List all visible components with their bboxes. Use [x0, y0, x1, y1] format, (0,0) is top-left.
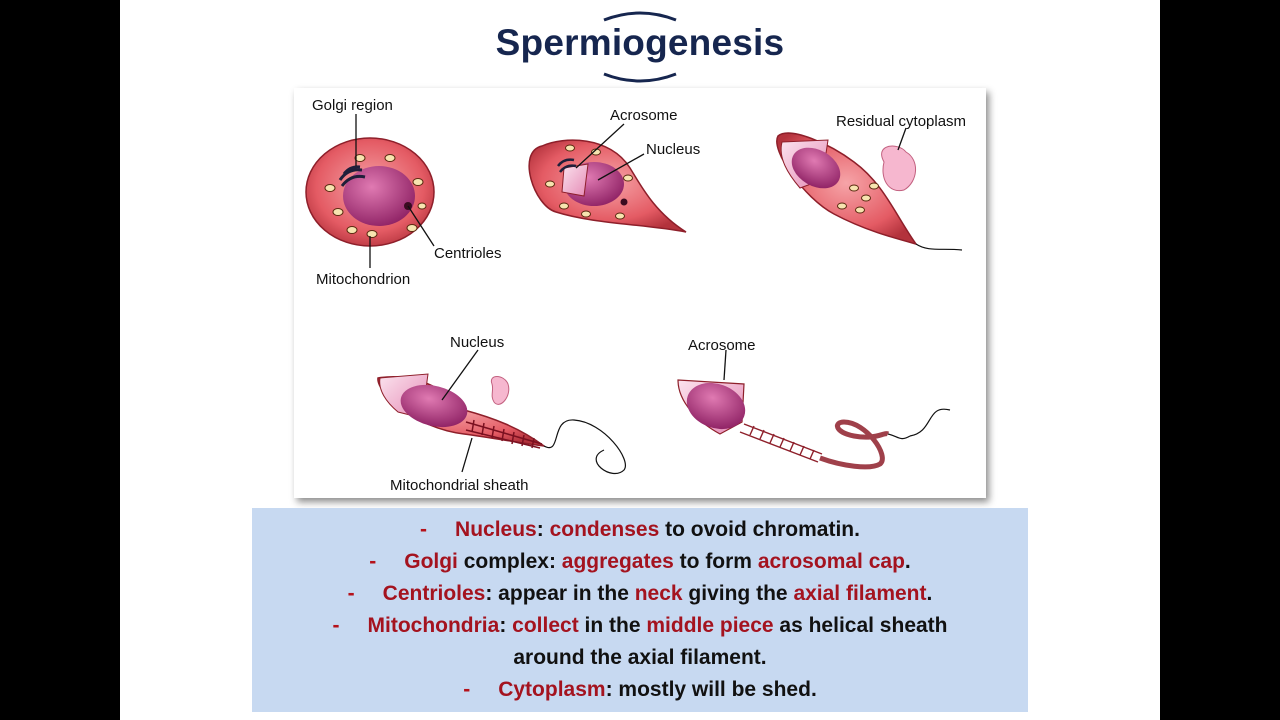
label-acrosome-2: Acrosome — [688, 337, 756, 354]
golgi-icon — [338, 165, 366, 187]
note-line-golgi: -Golgi complex: aggregates to form acros… — [369, 550, 911, 573]
diagram-svg: Golgi region Centrioles Mitochondrion — [305, 97, 966, 494]
note-line-centrioles: -Centrioles: appear in the neck giving t… — [347, 582, 933, 605]
stage-3-spermatid: Residual cytoplasm — [776, 113, 966, 251]
residual-cytoplasm-shape — [881, 145, 916, 192]
label-residual-cytoplasm: Residual cytoplasm — [836, 113, 966, 130]
label-acrosome-1: Acrosome — [610, 107, 678, 124]
mitochondria-group — [324, 154, 427, 238]
title-decoration-arcs — [603, 11, 677, 83]
nucleus-shape — [686, 382, 746, 430]
note-line-cytoplasm: -Cytoplasm: mostly will be shed. — [463, 678, 817, 701]
note-line-mitochondria-cont: around the axial filament. — [513, 646, 767, 669]
mitochondrial-sheath-shape — [465, 419, 543, 449]
nucleus-shape — [343, 166, 415, 226]
residual-cytoplasm-fragment — [490, 376, 510, 405]
nucleus-shape — [791, 147, 841, 189]
stage-5-spermatozoon: Acrosome — [677, 337, 951, 470]
label-centrioles: Centrioles — [434, 245, 502, 262]
spermiogenesis-diagram: Golgi region Centrioles Mitochondrion — [294, 88, 986, 498]
stage-1-spermatid: Golgi region Centrioles Mitochondrion — [305, 97, 502, 288]
slide: Spermiogenesis — [120, 0, 1160, 720]
acrosome-shape — [561, 163, 589, 197]
note-line-nucleus: -Nucleus: condenses to ovoid chromatin. — [420, 518, 860, 541]
note-line-mitochondria: -Mitochondria: collect in the middle pie… — [332, 614, 948, 637]
notes-box: -Nucleus: condenses to ovoid chromatin. … — [252, 508, 1028, 712]
label-golgi-region: Golgi region — [312, 97, 393, 114]
label-mitochondrial-sheath: Mitochondrial sheath — [390, 477, 528, 494]
midpiece-shape — [739, 423, 823, 463]
label-nucleus-1: Nucleus — [646, 141, 700, 158]
title-area: Spermiogenesis — [120, 0, 1160, 90]
slide-title: Spermiogenesis — [495, 22, 785, 63]
stage-4-spermatid: Nucleus Mitochondrial sheath — [377, 334, 626, 494]
label-mitochondrion: Mitochondrion — [316, 271, 410, 288]
label-nucleus-2: Nucleus — [450, 334, 504, 351]
nucleus-shape — [400, 384, 468, 428]
stage-2-spermatid: Acrosome Nucleus — [528, 107, 700, 233]
